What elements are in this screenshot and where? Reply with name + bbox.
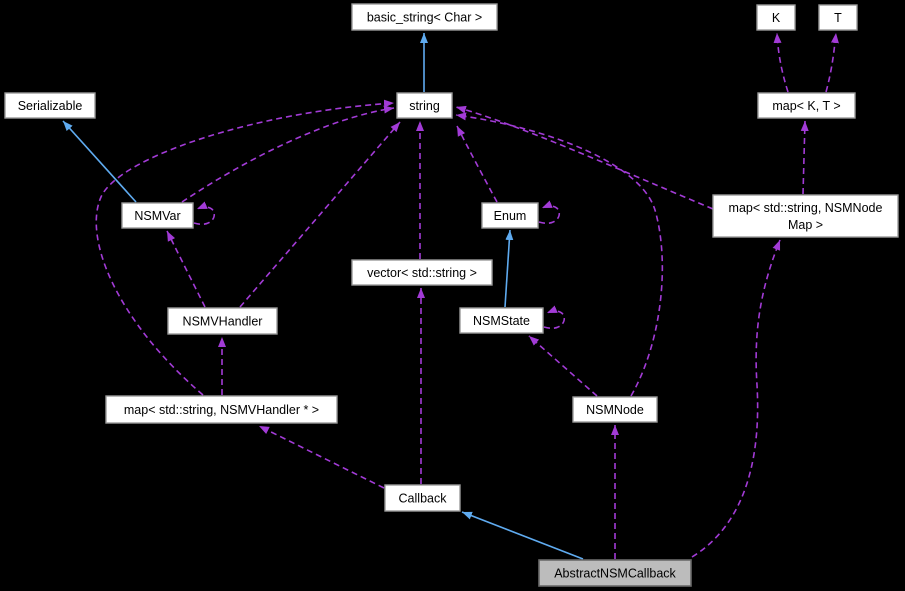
node-abstract-nsm-callback-label: AbstractNSMCallback	[554, 567, 676, 581]
usage-edge-map-nsmnodemap-to-string	[455, 105, 714, 210]
node-enum-box	[481, 202, 539, 229]
node-map-nsmvhandler-box	[105, 395, 338, 424]
node-nsmvar-label: NSMVar	[134, 209, 180, 223]
node-map-nsmnode-map[interactable]: map< std::string, NSMNode Map >	[712, 194, 899, 238]
node-nsmnode-box	[572, 396, 658, 423]
node-serializable-box	[4, 92, 96, 119]
usage-edge-callback-to-map-nsmvhandler	[258, 425, 385, 489]
node-string-box	[396, 92, 453, 119]
inheritance-edge-nsmvar-to-serializable	[62, 120, 137, 203]
usage-edge-map-kt-to-k	[773, 32, 789, 93]
node-t[interactable]: T	[818, 4, 858, 31]
usage-edge-enum-to-string	[456, 125, 498, 203]
usage-edge-nsmvar-to-string	[181, 105, 395, 203]
node-string-label: string	[409, 99, 440, 113]
usage-edge-nsmvhandler-to-string	[239, 121, 401, 308]
node-callback-box	[384, 484, 461, 512]
node-map-k-t-label: map< K, T >	[772, 99, 840, 113]
inheritance-edge-nsmstate-to-enum	[504, 229, 514, 308]
node-basic-string-box	[351, 3, 498, 31]
node-nsmvhandler-label: NSMVHandler	[183, 315, 263, 329]
node-vector-std-string-label: vector< std::string >	[367, 266, 477, 280]
node-t-box	[818, 4, 858, 31]
usage-self-loop-nsmvar	[193, 201, 216, 226]
usage-edge-nsmvhandler-to-nsmvar	[166, 230, 206, 308]
node-k-box	[756, 4, 796, 31]
node-t-label: T	[834, 11, 842, 25]
usage-edge-map-nsmnodemap-to-map-kt	[800, 120, 809, 195]
node-map-nsmnode-map-label-line1: map< std::string, NSMNode	[729, 201, 883, 215]
inheritance-edge-abstract-to-callback	[461, 511, 584, 560]
node-basic-string-label: basic_string< Char >	[367, 11, 482, 25]
node-k[interactable]: K	[756, 4, 796, 31]
node-string[interactable]: string	[396, 92, 453, 119]
usage-self-loop-nsmstate	[543, 305, 566, 330]
node-basic-string[interactable]: basic_string< Char >	[351, 3, 498, 31]
node-nsmstate-label: NSMState	[473, 314, 530, 328]
node-map-nsmvhandler[interactable]: map< std::string, NSMVHandler * >	[105, 395, 338, 424]
node-nsmstate-box	[459, 307, 544, 334]
node-map-nsmvhandler-label: map< std::string, NSMVHandler * >	[124, 403, 319, 417]
node-enum[interactable]: Enum	[481, 202, 539, 229]
node-map-nsmnode-map-label-line2: Map >	[788, 218, 823, 232]
node-nsmnode[interactable]: NSMNode	[572, 396, 658, 423]
node-vector-std-string-box	[351, 259, 493, 286]
node-nsmstate[interactable]: NSMState	[459, 307, 544, 334]
usage-edge-nsmnode-to-string	[455, 112, 664, 397]
node-map-nsmnode-map-box	[712, 194, 899, 238]
node-serializable-label: Serializable	[18, 99, 83, 113]
usage-edge-nsmnode-to-nsmstate	[528, 335, 598, 397]
usage-edge-map-kt-to-t	[825, 32, 839, 93]
node-nsmvhandler[interactable]: NSMVHandler	[167, 307, 278, 335]
node-nsmvar-box	[121, 202, 194, 229]
node-serializable[interactable]: Serializable	[4, 92, 96, 119]
usage-self-loop-enum	[538, 200, 561, 225]
node-map-k-t-box	[757, 92, 856, 119]
node-nsmnode-label: NSMNode	[586, 403, 644, 417]
usage-edge-abstract-to-map-nsmnodemap	[691, 239, 781, 558]
node-k-label: K	[772, 11, 781, 25]
node-vector-std-string[interactable]: vector< std::string >	[351, 259, 493, 286]
node-enum-label: Enum	[494, 209, 527, 223]
node-nsmvar[interactable]: NSMVar	[121, 202, 194, 229]
node-map-k-t[interactable]: map< K, T >	[757, 92, 856, 119]
node-callback-label: Callback	[399, 492, 448, 506]
node-callback[interactable]: Callback	[384, 484, 461, 512]
node-abstract-nsm-callback-box	[538, 559, 692, 587]
usage-edge-map-nsmvhandler-to-string	[95, 99, 395, 396]
node-abstract-nsm-callback[interactable]: AbstractNSMCallback	[538, 559, 692, 587]
node-nsmvhandler-box	[167, 307, 278, 335]
